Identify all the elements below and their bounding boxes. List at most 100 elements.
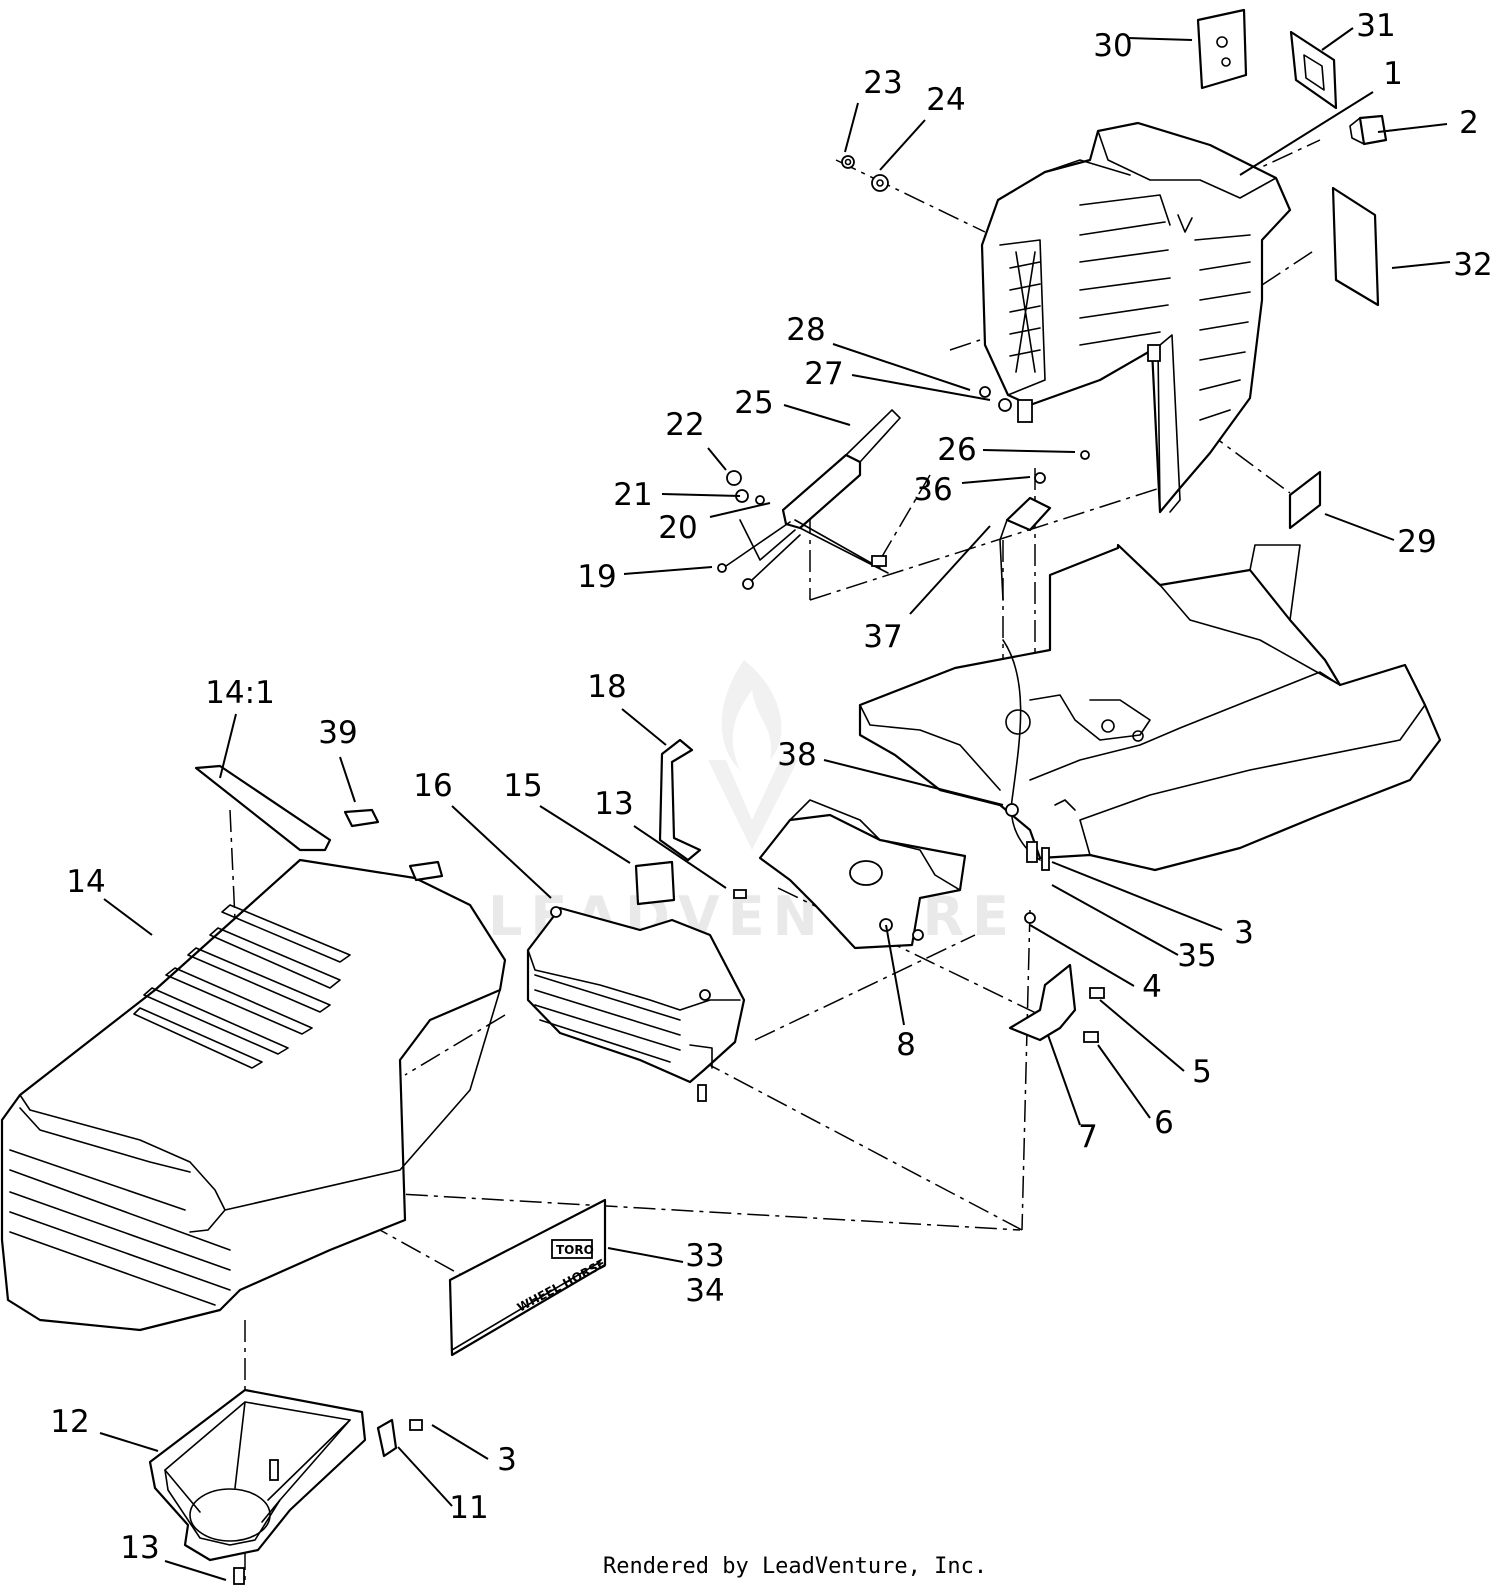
callout-22: 22 — [665, 407, 704, 443]
callout-leader-3 — [1051, 861, 1223, 931]
dash-tower — [758, 799, 967, 950]
decal-31 — [1289, 30, 1338, 110]
seat-switch-25 — [717, 409, 901, 590]
fender-assembly — [980, 121, 1292, 514]
callout-leader-35 — [1051, 884, 1179, 956]
callout-leader-3 — [431, 1424, 489, 1460]
callout-leader-6 — [1097, 1044, 1151, 1119]
side-decal-33-34: TORO WHEEL HORSE — [448, 1198, 608, 1357]
decal-39 — [343, 808, 444, 882]
callout-4: 4 — [1142, 969, 1162, 1005]
callout-leader-29 — [1324, 513, 1395, 541]
callout-leader-20 — [709, 502, 771, 518]
washer-24 — [871, 174, 889, 192]
footrest-deck — [858, 543, 1442, 872]
bracket-7 — [1008, 912, 1105, 1043]
hood-14 — [0, 858, 507, 1332]
cable-35 — [1002, 639, 1050, 871]
watermark-logo — [708, 660, 798, 850]
callout-35: 35 — [1177, 938, 1216, 974]
callout-leader-33 — [607, 1247, 684, 1263]
callout-leader-2 — [1377, 123, 1448, 133]
callout-11: 11 — [449, 1490, 488, 1526]
bracket-11 — [376, 1418, 423, 1458]
callout-leader-27 — [851, 374, 991, 401]
callout-19: 19 — [577, 559, 616, 595]
knob-2 — [1349, 114, 1388, 146]
callout-leader-11 — [397, 1446, 453, 1507]
decal-30 — [1196, 8, 1248, 90]
nut-28 — [979, 386, 991, 398]
decal-15 — [634, 860, 676, 906]
callout-5: 5 — [1192, 1054, 1212, 1090]
callout-33: 33 — [685, 1238, 724, 1274]
callout-30: 30 — [1093, 28, 1132, 64]
callout-leader-5 — [1099, 999, 1185, 1072]
callout-6: 6 — [1154, 1105, 1174, 1141]
dash-panel — [526, 906, 746, 1102]
callout-28: 28 — [786, 312, 825, 348]
nut-26 — [1080, 450, 1090, 460]
callout-leader-22 — [707, 447, 727, 471]
callout-leader-31 — [1321, 27, 1354, 51]
callout-37: 37 — [863, 619, 902, 655]
callout-leader-24 — [879, 119, 926, 171]
callout-36: 36 — [913, 472, 952, 508]
decal-14-1 — [194, 764, 332, 852]
callout-leader-15 — [539, 805, 631, 864]
bracket-18 — [658, 738, 702, 862]
screw-36 — [1034, 472, 1046, 484]
callout-leader-8 — [885, 924, 905, 1026]
callout-15: 15 — [503, 768, 542, 804]
callout-leader-12 — [99, 1432, 159, 1452]
screw-13-upper — [733, 889, 747, 899]
callout-leader-23 — [844, 102, 859, 153]
callout-leader-13 — [164, 1560, 227, 1581]
callout-leader-36 — [961, 476, 1031, 484]
decal-brand: TORO — [556, 1243, 594, 1257]
callout-3: 3 — [1234, 915, 1254, 951]
callout-27: 27 — [804, 356, 843, 392]
callout-leader-7 — [1047, 1034, 1081, 1126]
callout-25: 25 — [734, 385, 773, 421]
callout-leader-32 — [1391, 261, 1451, 269]
decal-32 — [1331, 186, 1380, 307]
callout-7: 7 — [1078, 1119, 1098, 1155]
callout-2: 2 — [1459, 105, 1479, 141]
callout-leader-25 — [783, 404, 851, 426]
callout-20: 20 — [658, 510, 697, 546]
callout-leader-13 — [633, 825, 727, 889]
callout-leader-26 — [982, 449, 1076, 453]
bracket-37 — [999, 496, 1052, 601]
callout-leader-18 — [621, 708, 667, 746]
callout-12: 12 — [50, 1404, 89, 1440]
callout-31: 31 — [1356, 8, 1395, 44]
callout-14-1: 14:1 — [205, 675, 275, 711]
callout-leader-39 — [339, 756, 356, 803]
callout-3: 3 — [497, 1442, 517, 1478]
callout-34: 34 — [685, 1273, 724, 1309]
callout-leader-16 — [451, 805, 552, 899]
hood-vents — [133, 904, 351, 1069]
callout-leader-14 — [103, 898, 153, 936]
callout-leader-38 — [823, 759, 1004, 806]
callout-1: 1 — [1383, 56, 1403, 92]
footer-credit: Rendered by LeadVenture, Inc. — [603, 1554, 987, 1579]
nut-23 — [841, 155, 855, 169]
callout-21: 21 — [613, 477, 652, 513]
callout-13: 13 — [594, 786, 633, 822]
callout-13: 13 — [120, 1530, 159, 1566]
callout-leader-19 — [623, 566, 713, 575]
callout-23: 23 — [863, 65, 902, 101]
callout-leader-4 — [1029, 924, 1135, 987]
decal-29 — [1288, 470, 1322, 530]
callout-leader-21 — [661, 493, 741, 497]
callout-leader-30 — [1127, 37, 1193, 41]
callout-18: 18 — [587, 669, 626, 705]
callout-leader-14-1 — [219, 713, 237, 779]
callout-39: 39 — [318, 715, 357, 751]
callout-16: 16 — [413, 768, 452, 804]
washer-27 — [998, 398, 1012, 412]
